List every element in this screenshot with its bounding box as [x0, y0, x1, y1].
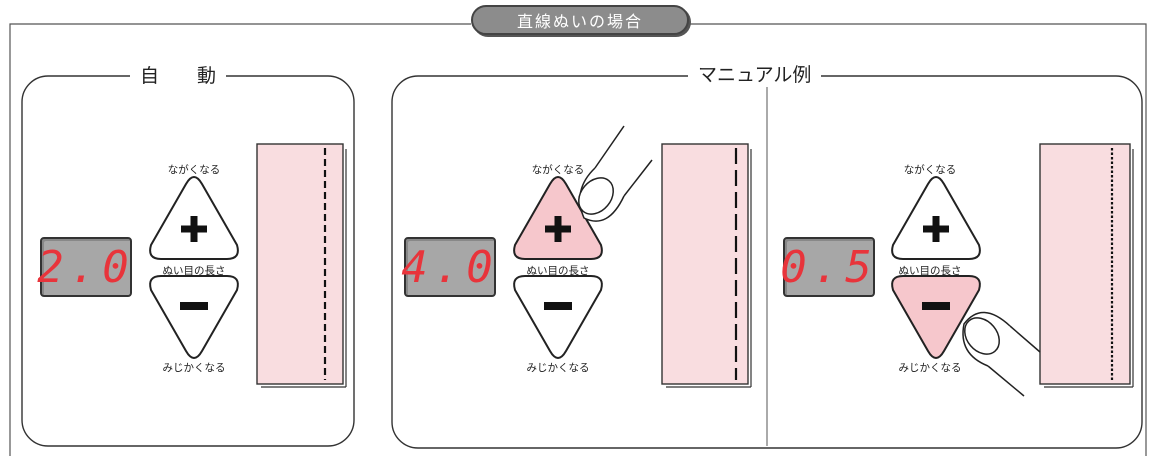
minus-icon: [544, 302, 572, 310]
shorter-label: みじかくなる: [162, 362, 226, 374]
display-value: 2.0: [37, 241, 135, 293]
finger-outline: [594, 125, 653, 197]
fabric-swatch: [661, 143, 749, 385]
plus-icon-stem: [932, 216, 940, 242]
outer-frame: [9, 23, 1147, 456]
longer-label: ながくなる: [903, 164, 957, 176]
shorter-label: みじかくなる: [526, 362, 590, 374]
fabric-swatch: [1039, 143, 1131, 385]
longer-label: ながくなる: [531, 164, 585, 176]
plus-icon-stem: [554, 216, 562, 242]
stitch-length-display: 0.5: [780, 237, 878, 297]
stitch-length-display: 4.0: [401, 237, 499, 297]
minus-button: [149, 275, 239, 359]
shorter-label: みじかくなる: [898, 362, 962, 374]
title-text: 直線ぬいの場合: [516, 12, 643, 31]
minus-icon: [922, 302, 950, 310]
stitch-length-label: ぬい目の長さ: [162, 265, 226, 277]
fabric-swatch: [256, 143, 344, 385]
fingernail: [578, 177, 614, 215]
title-pill: 直線ぬいの場合: [471, 5, 689, 35]
stitch-length-label: ぬい目の長さ: [898, 265, 962, 277]
section-title-auto: 自 動: [130, 64, 227, 88]
section-title-manual: マニュアル例: [688, 63, 822, 87]
minus-icon: [180, 302, 208, 310]
display-value: 4.0: [401, 241, 499, 293]
plus-icon-stem: [190, 216, 198, 242]
fingernail: [964, 317, 1000, 355]
minus-button: [891, 275, 981, 359]
stitch-length-display: 2.0: [37, 237, 135, 297]
longer-label: ながくなる: [167, 164, 221, 176]
display-value: 0.5: [780, 241, 878, 293]
stitch-length-label: ぬい目の長さ: [526, 265, 590, 277]
minus-button: [513, 275, 603, 359]
finger-outline: [987, 325, 1041, 397]
